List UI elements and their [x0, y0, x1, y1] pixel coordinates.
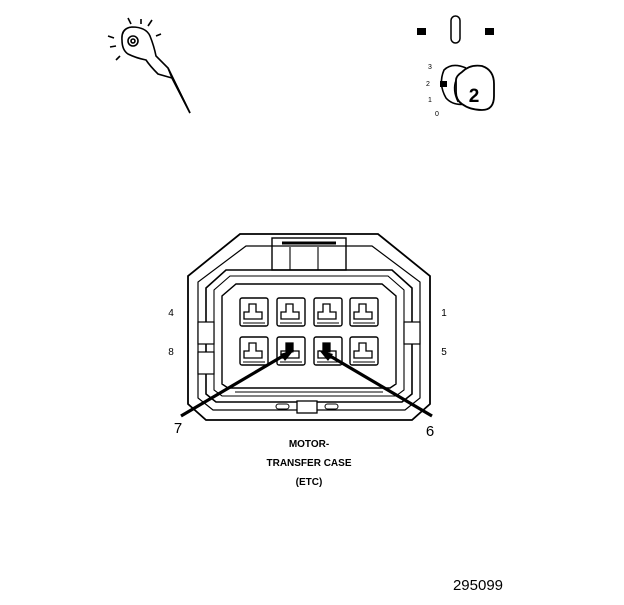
connector-right-ear — [403, 321, 421, 345]
pin-cavity — [239, 297, 269, 327]
key-selected-position: 2 — [469, 86, 480, 107]
ignition-key-icon: 2 3 2 1 0 — [417, 15, 495, 118]
connector-name-line-2: TRANSFER CASE — [266, 458, 351, 469]
pin-cavity — [276, 297, 306, 327]
off-indicator-mark — [417, 28, 426, 35]
callout-leaders — [180, 350, 433, 418]
key-position-2: 2 — [426, 81, 430, 88]
connector-key-slot — [296, 400, 318, 414]
key-position-0: 0 — [435, 111, 439, 118]
connector-name-line-1: MOTOR- — [289, 439, 329, 450]
key-slot-mark — [450, 15, 461, 44]
connector-left-ear — [197, 321, 215, 345]
on-indicator-mark — [485, 28, 494, 35]
connector-outer-shell — [187, 233, 431, 421]
pin-cavity — [349, 336, 379, 366]
callout-label-7: 7 — [174, 420, 182, 437]
test-probe-icon — [107, 17, 191, 114]
connector-name-line-3: (ETC) — [296, 477, 323, 488]
key-position-3: 3 — [428, 64, 432, 71]
key-position-1: 1 — [428, 97, 432, 104]
connector-face — [187, 233, 431, 421]
pin-cavity — [313, 297, 343, 327]
figure-number: 295099 — [453, 577, 503, 594]
pin-label-8: 8 — [168, 347, 174, 358]
callout-leader-6 — [324, 351, 433, 418]
callout-leader-7 — [180, 351, 289, 418]
callout-label-6: 6 — [426, 423, 434, 440]
pin-cavity — [349, 297, 379, 327]
pin-label-5: 5 — [441, 347, 447, 358]
pin-cavity — [239, 336, 269, 366]
pin-label-4: 4 — [168, 308, 174, 319]
pin-label-1: 1 — [441, 308, 447, 319]
pin-cavity-grid — [239, 297, 379, 366]
